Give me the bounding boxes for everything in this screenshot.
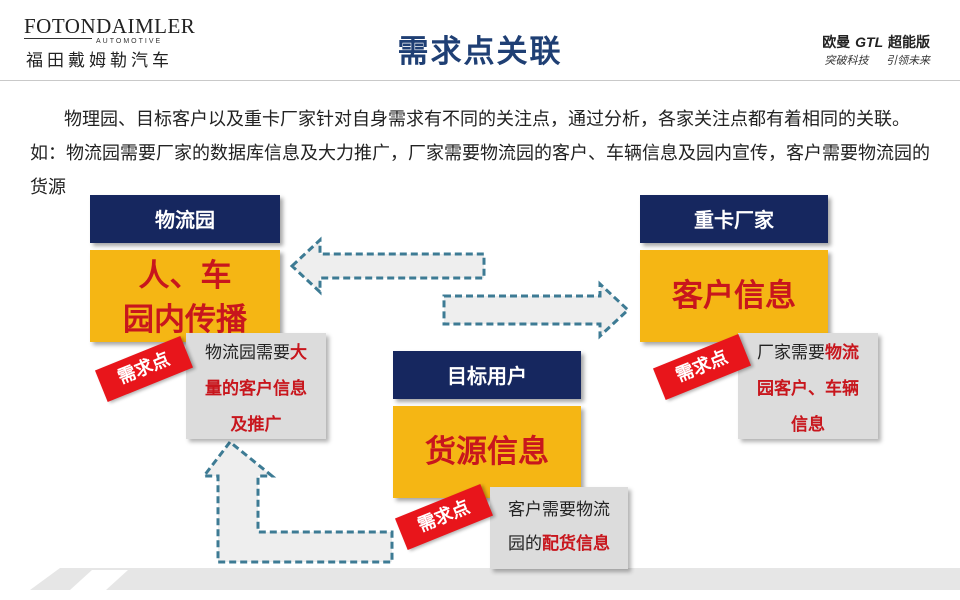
arrow-to-logistics xyxy=(289,236,486,296)
intro-paragraph: 物理园、目标客户以及重卡厂家针对自身需求有不同的关注点，通过分析，各家关注点都有… xyxy=(30,109,930,198)
logo-subtitle: AUTOMOTIVE xyxy=(96,38,163,45)
manufacturer-content: 客户信息 xyxy=(640,250,828,342)
brand-name: 欧曼 xyxy=(822,35,851,51)
logistics-header: 物流园 xyxy=(90,195,280,243)
logistics-need-hl1: 大 xyxy=(290,343,307,363)
logistics-content-line2: 园内传播 xyxy=(123,302,247,338)
slogan-part-1: 突破科技 xyxy=(824,54,869,67)
target-user-need-plain2: 园的 xyxy=(508,534,542,554)
target-user-need-note: 客户需要物流 园的配货信息 xyxy=(490,487,628,569)
logo-rule xyxy=(24,38,92,39)
logo-wordmark: FOTONDAIMLER xyxy=(24,14,196,38)
logistics-content-line1: 人、车 xyxy=(138,258,232,294)
brand-edition: 超能版 xyxy=(888,35,930,51)
brand-badge: 欧曼 GTL 超能版 xyxy=(822,32,930,52)
logistics-need-hl2: 量的客户信息 xyxy=(205,379,307,399)
arrow-up-to-logistics xyxy=(200,439,394,564)
header-divider xyxy=(0,80,960,81)
page-title: 需求点关联 xyxy=(397,34,563,70)
target-user-header: 目标用户 xyxy=(393,351,581,399)
logistics-need-hl3: 及推广 xyxy=(230,415,282,435)
manufacturer-need-note: 厂家需要物流 园客户、车辆 信息 xyxy=(738,333,878,439)
brand-model: GTL xyxy=(855,34,884,50)
target-user-content: 货源信息 xyxy=(393,406,581,498)
slogan-part-2: 引领未来 xyxy=(886,54,930,67)
arrow-to-manufacturer xyxy=(442,280,631,340)
manufacturer-need-hl2: 园客户、车辆 xyxy=(757,379,859,399)
bottom-stripe xyxy=(30,568,960,590)
manufacturer-header: 重卡厂家 xyxy=(640,195,828,243)
logistics-need-plain: 物流园需要 xyxy=(205,343,290,363)
manufacturer-need-hl1: 物流 xyxy=(825,343,859,363)
manufacturer-need-hl3: 信息 xyxy=(791,415,825,435)
logistics-content: 人、车 园内传播 xyxy=(90,250,280,342)
logistics-need-note: 物流园需要大 量的客户信息 及推广 xyxy=(186,333,326,439)
target-user-need-hl: 配货信息 xyxy=(542,534,610,554)
bottom-stripe-gap xyxy=(70,570,128,590)
manufacturer-need-plain: 厂家需要 xyxy=(757,343,825,363)
brand-slogan: 突破科技 引领未来 xyxy=(825,52,931,68)
target-user-need-line1: 客户需要物流 xyxy=(508,500,610,520)
logo-chinese-name: 福田戴姆勒汽车 xyxy=(26,51,173,71)
